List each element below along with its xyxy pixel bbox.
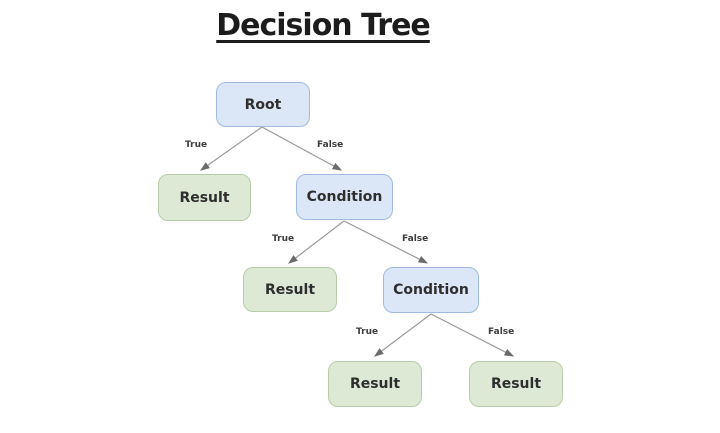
edge-label-root-false: False	[317, 140, 344, 150]
edge-condition2-false	[430, 313, 515, 357]
edge-condition1-true	[288, 220, 345, 264]
node-result-4: Result	[469, 361, 563, 407]
edge-root-false	[261, 126, 343, 171]
node-condition-1: Condition	[296, 174, 393, 220]
node-result-3: Result	[328, 361, 422, 407]
node-condition-2: Condition	[383, 267, 479, 313]
edge-label-condition2-false: False	[488, 327, 515, 337]
edge-root-true	[200, 126, 263, 171]
edge-label-condition1-true: True	[272, 234, 295, 244]
page-title: Decision Tree	[216, 8, 431, 43]
node-result-2: Result	[243, 267, 337, 312]
edge-label-condition2-true: True	[356, 327, 379, 337]
edge-label-root-true: True	[185, 140, 208, 150]
edge-condition2-true	[374, 313, 432, 357]
node-result-1: Result	[158, 174, 251, 221]
node-root: Root	[216, 82, 310, 127]
edge-condition1-false	[343, 220, 429, 264]
edge-label-condition1-false: False	[402, 234, 429, 244]
